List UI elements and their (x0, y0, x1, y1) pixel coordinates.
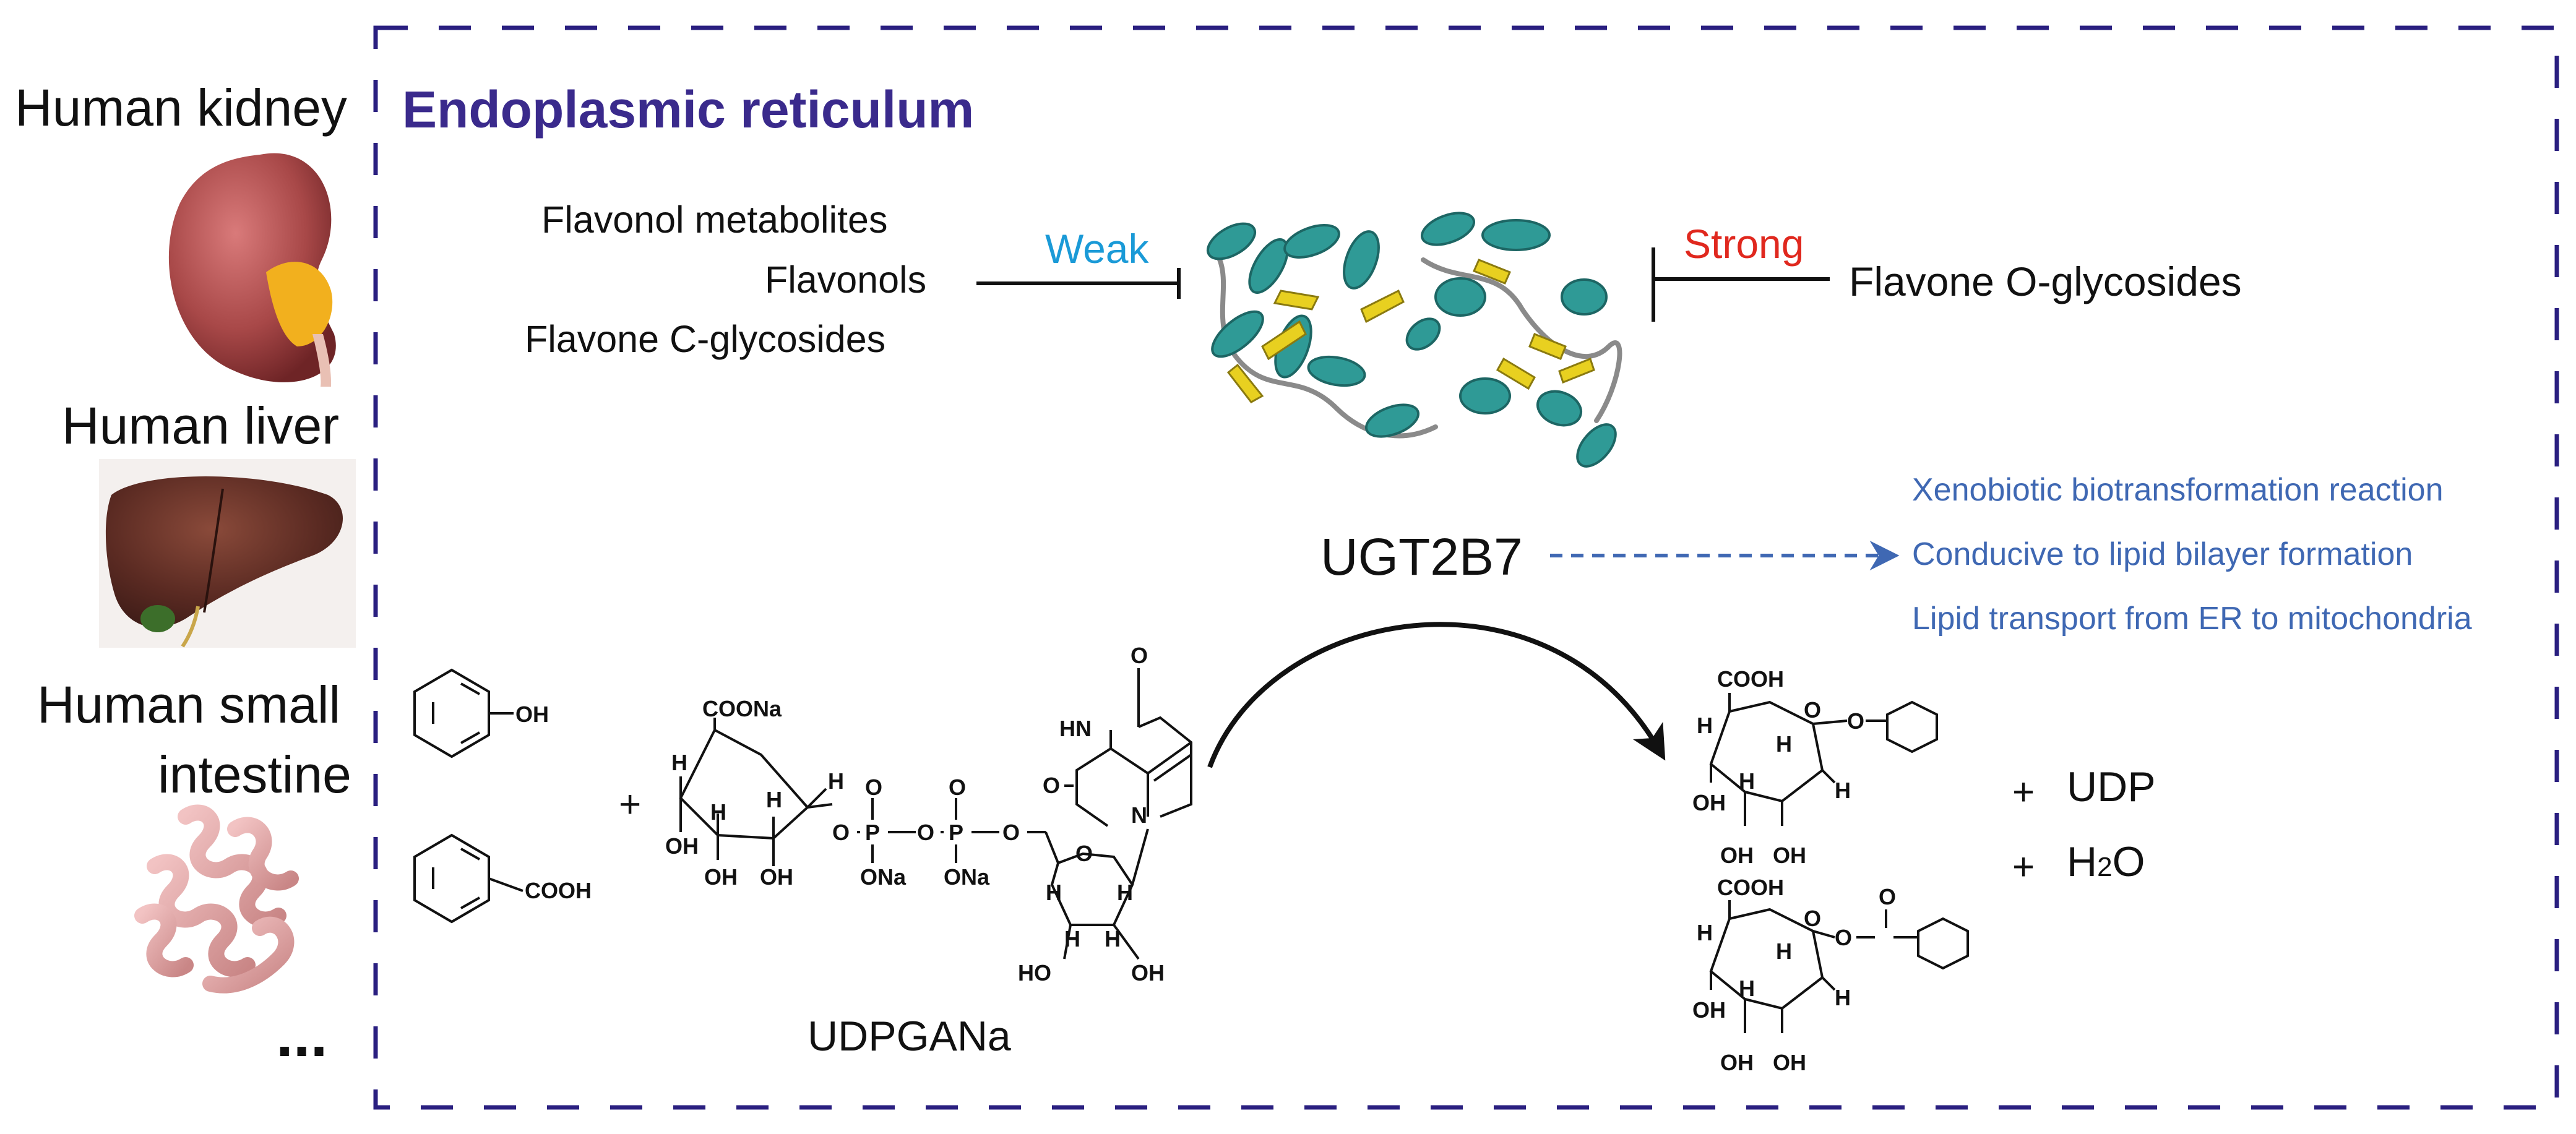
er-boundary-frame (373, 25, 2559, 1110)
p2-oh3: OH (1773, 1050, 1806, 1075)
p1-h2: H (1739, 768, 1755, 794)
ribose-h4: H (1105, 926, 1121, 951)
function-lipid-transport: Lipid transport from ER to mitochondria (1912, 601, 2472, 637)
udpgana-o1: O (832, 820, 850, 845)
uracil-o-top: O (1131, 643, 1148, 668)
intestine-label-line2: intestine (158, 745, 351, 804)
small-intestine-icon (134, 804, 299, 994)
p1-h3: H (1776, 731, 1792, 757)
product-udp: UDP (2067, 763, 2156, 810)
uracil-hn: HN (1059, 716, 1092, 741)
kidney-icon (168, 153, 336, 387)
p2-h2: H (1739, 976, 1755, 1001)
udpgana-h4: H (828, 768, 844, 794)
uracil-n: N (1131, 802, 1147, 828)
p1-oh2: OH (1720, 843, 1754, 868)
udpgana-o4: O (949, 775, 966, 800)
udpgana-structure (679, 668, 1192, 960)
p2-oh2: OH (1720, 1050, 1754, 1075)
cofactor-name: UDPGANa (808, 1013, 1011, 1060)
p1-oh1: OH (1692, 790, 1726, 815)
benzoyl-glucuronide-structure (1709, 900, 1969, 1033)
udpgana-p2: P (949, 820, 963, 845)
udpgana-oh1: OH (665, 833, 699, 859)
inhibitor-flavone-c-glycosides: Flavone C-glycosides (525, 318, 886, 360)
ribose-o: O (1075, 841, 1093, 866)
benzoic-cooh: COOH (525, 878, 592, 903)
p1-o-link: O (1847, 708, 1864, 734)
udpgana-h3: H (766, 787, 782, 812)
phenol-oh: OH (515, 702, 549, 727)
product-plus-udp: + (2012, 771, 2035, 814)
liver-label: Human liver (62, 397, 340, 455)
ribose-h3: H (1064, 926, 1080, 951)
p1-o-ring: O (1804, 697, 1821, 723)
ribose-ho: HO (1018, 960, 1051, 986)
udpgana-o2: O (865, 775, 882, 800)
p2-oh1: OH (1692, 997, 1726, 1023)
liver-icon (99, 459, 356, 648)
reaction-arrow (1207, 622, 1666, 768)
strong-inhibition-label: Strong (1684, 221, 1804, 267)
p1-cooh: COOH (1717, 666, 1784, 692)
water-subscript: 2 (2097, 852, 2113, 882)
inhibitor-flavonol-metabolites: Flavonol metabolites (541, 199, 888, 241)
product-plus-water: + (2012, 846, 2035, 888)
udpgana-ona2: ONa (944, 864, 990, 890)
udpgana-oh3: OH (760, 864, 793, 890)
inhibitor-flavonols: Flavonols (765, 259, 927, 301)
ribose-h2: H (1117, 880, 1133, 905)
weak-inhibition-label: Weak (1045, 226, 1149, 272)
udpgana-oh2: OH (704, 864, 738, 890)
p2-h3: H (1776, 939, 1792, 964)
ribose-h1: H (1046, 880, 1062, 905)
function-xenobiotic: Xenobiotic biotransformation reaction (1912, 472, 2444, 508)
p1-oh3: OH (1773, 843, 1806, 868)
p2-o-carbonyl: O (1879, 884, 1896, 909)
p1-h4: H (1835, 778, 1851, 803)
kidney-label: Human kidney (15, 79, 347, 137)
protein-structure-icon (1207, 212, 1622, 468)
product-water: H2O (2067, 838, 2145, 886)
p2-cooh: COOH (1717, 875, 1784, 900)
p2-h1: H (1697, 920, 1713, 945)
enzyme-label: UGT2B7 (1320, 528, 1523, 586)
udpgana-p1: P (865, 820, 880, 845)
water-h: H (2067, 838, 2098, 885)
water-o: O (2112, 838, 2145, 885)
inhibitor-flavone-o-glycosides: Flavone O-glycosides (1849, 259, 2242, 304)
udpgana-o3: O (917, 820, 934, 845)
udpgana-h2: H (710, 799, 726, 825)
p2-h4: H (1835, 985, 1851, 1010)
intestine-label-line1: Human small (37, 676, 341, 734)
udpgana-h1: H (671, 750, 687, 775)
ribose-oh: OH (1131, 960, 1165, 986)
reaction-plus-substrate: + (619, 783, 642, 826)
phenyl-glucuronide-structure (1709, 693, 1938, 826)
p2-o-ring: O (1804, 906, 1821, 931)
udpgana-o5: O (1002, 820, 1020, 845)
udpgana-ona1: ONa (860, 864, 907, 890)
benzoic-acid-structure (413, 833, 523, 924)
uracil-o-left: O (1043, 773, 1060, 798)
region-title: Endoplasmic reticulum (402, 80, 975, 139)
more-organs-ellipsis: ... (276, 1000, 328, 1070)
p1-h1: H (1697, 713, 1713, 738)
phenol-structure (413, 668, 514, 758)
udpgana-coona: COONa (702, 696, 782, 721)
p2-o-link: O (1835, 925, 1852, 950)
function-lipid-bilayer: Conducive to lipid bilayer formation (1912, 536, 2413, 572)
